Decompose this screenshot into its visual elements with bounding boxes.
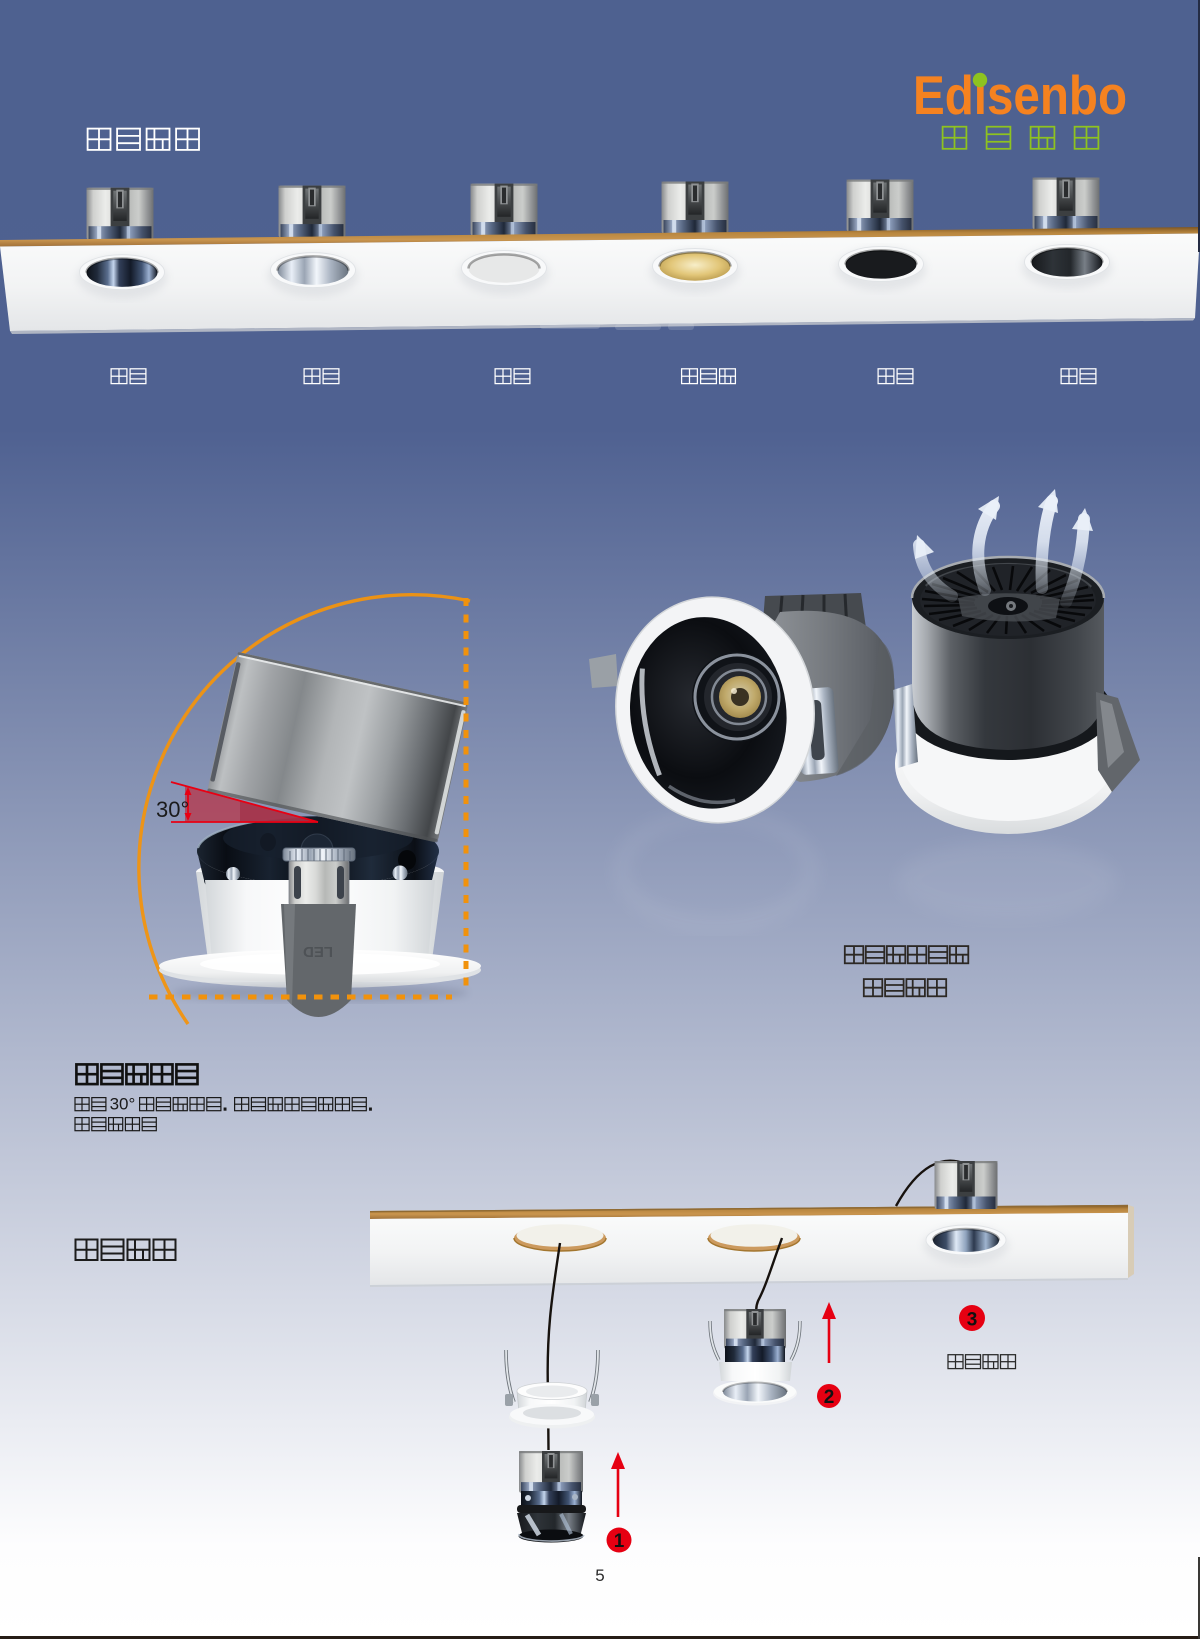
svg-text:5: 5 <box>595 1566 604 1585</box>
svg-text:30°: 30° <box>110 1095 136 1114</box>
svg-text:1: 1 <box>614 1531 625 1552</box>
svg-text:Edisenbo: Edisenbo <box>913 64 1127 126</box>
svg-text:2: 2 <box>824 1387 835 1408</box>
svg-text:3: 3 <box>967 1310 978 1331</box>
svg-text:LED: LED <box>303 943 333 960</box>
svg-text:30°: 30° <box>156 797 189 822</box>
